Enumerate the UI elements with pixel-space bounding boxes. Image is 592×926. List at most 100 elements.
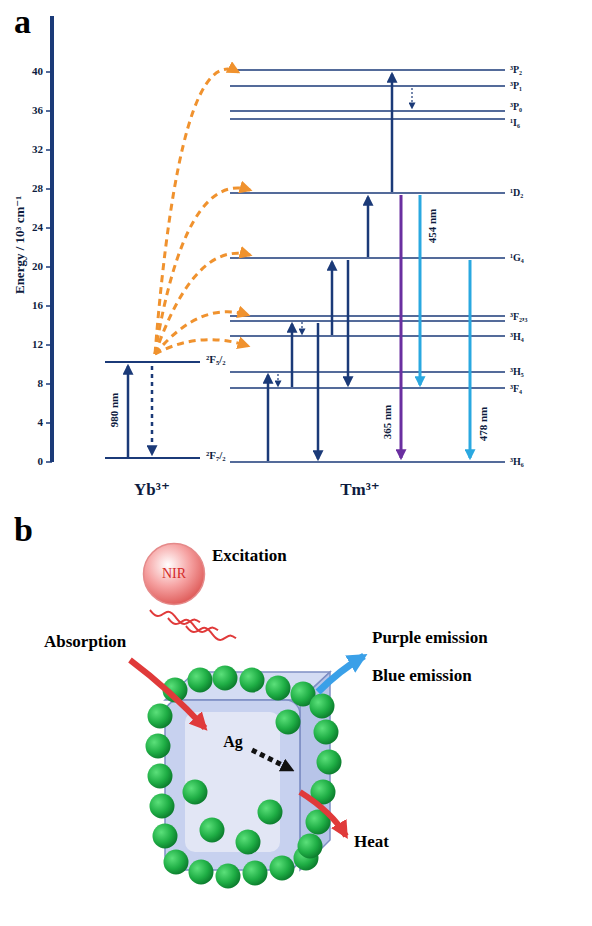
energy-level — [230, 315, 505, 317]
absorption-arrow — [130, 660, 205, 728]
nanoparticle — [314, 720, 339, 745]
nanocube — [165, 672, 330, 870]
level-label: ²F₇/₂ — [206, 450, 226, 462]
energy-level — [230, 69, 505, 71]
nanoparticle — [270, 856, 295, 881]
cross-relaxation-arrow — [347, 260, 350, 385]
level-label: ³H₅ — [510, 367, 524, 378]
nanoparticle — [146, 734, 171, 759]
element-label: Ag — [223, 734, 243, 751]
nanoparticle — [298, 834, 323, 859]
emission-arrow — [400, 195, 403, 458]
nanoparticle — [150, 794, 175, 819]
nanoparticle — [317, 750, 342, 775]
node-text: NIR — [162, 566, 186, 581]
nanoparticle — [258, 800, 283, 825]
nanoparticle — [310, 694, 335, 719]
energy-axis — [50, 16, 54, 462]
panel-letter: b — [14, 512, 33, 548]
level-label: ¹D₂ — [510, 188, 523, 199]
heat-label: Heat — [354, 833, 389, 851]
energy-transfer-arrow — [155, 340, 248, 354]
nanoparticle — [189, 860, 214, 885]
nanoparticle — [188, 668, 213, 693]
tick-label: 36 — [32, 105, 43, 117]
nir-wave — [186, 626, 236, 640]
excitation-arrow — [291, 324, 294, 387]
axis-title: Energy / 10³ cm⁻¹ — [13, 196, 27, 294]
axis-tick — [46, 227, 52, 229]
nanoparticle — [240, 668, 265, 693]
nanoparticle — [276, 710, 301, 735]
nanoparticle — [148, 764, 173, 789]
energy-level — [230, 110, 505, 112]
nanoparticle — [266, 676, 291, 701]
energy-level — [230, 192, 505, 194]
process-label: Absorption — [44, 633, 126, 651]
level-label: ¹G₄ — [510, 253, 524, 264]
axis-tick — [46, 422, 52, 424]
energy-level — [230, 461, 505, 463]
energy-level — [230, 387, 505, 389]
wavelength-label: 454 nm — [427, 207, 439, 246]
emission-label: Purple emission — [372, 629, 488, 647]
tick-label: 40 — [32, 66, 43, 78]
tick-label: 28 — [32, 183, 43, 195]
axis-tick — [46, 149, 52, 151]
tick-label: 20 — [32, 261, 43, 273]
axis-tick — [46, 344, 52, 346]
tick-label: 32 — [32, 144, 43, 156]
nanoparticle — [164, 850, 189, 875]
emission-arrow — [318, 656, 364, 692]
energy-level — [230, 320, 505, 322]
energy-transfer-arrow — [155, 312, 248, 354]
nir-source-circle: NIR — [142, 542, 206, 606]
tick-label: 4 — [38, 417, 44, 429]
ion-label: Tm³⁺ — [340, 481, 380, 499]
nanoparticle — [216, 864, 241, 889]
energy-level — [230, 257, 505, 259]
energy-level — [105, 457, 200, 459]
energy-level — [230, 85, 505, 87]
energy-transfer-arrow — [252, 750, 292, 770]
process-label: Excitation — [212, 547, 287, 565]
relaxation-arrow — [151, 366, 154, 454]
level-label: ¹I₆ — [510, 118, 520, 129]
level-label: ³F₂,₃ — [510, 312, 528, 323]
emission-arrow — [469, 260, 472, 458]
axis-tick — [46, 266, 52, 268]
relaxation-arrow — [277, 374, 278, 386]
axis-tick — [46, 188, 52, 190]
level-label: ²F₅/₂ — [206, 354, 226, 366]
relaxation-arrow — [301, 322, 302, 334]
axis-tick — [46, 110, 52, 112]
wavelength-label: 980 nm — [109, 391, 121, 430]
energy-level — [105, 361, 200, 363]
tick-label: 0 — [38, 456, 44, 468]
nanoparticle — [200, 818, 225, 843]
level-label: ³P₀ — [510, 102, 522, 113]
axis-tick — [46, 71, 52, 73]
nir-wave — [150, 610, 200, 624]
heat-arrow — [300, 792, 346, 836]
energy-level — [230, 371, 505, 373]
emission-arrow — [419, 195, 422, 385]
nanoparticle — [236, 830, 261, 855]
nanoparticle — [153, 824, 178, 849]
wavelength-label: 365 nm — [382, 403, 394, 442]
nir-wave — [168, 618, 218, 632]
level-label: ³P₁ — [510, 81, 522, 92]
excitation-arrow — [331, 262, 334, 335]
nanoparticle — [213, 666, 238, 691]
nanoparticle — [243, 861, 268, 886]
nanoparticle — [148, 704, 173, 729]
nir-circle — [144, 544, 205, 605]
axis-tick — [46, 305, 52, 307]
excitation-arrow — [367, 197, 370, 257]
nanoparticle — [183, 780, 208, 805]
wavelength-label: 478 nm — [478, 405, 490, 444]
tick-label: 12 — [32, 339, 43, 351]
cube-front — [165, 700, 300, 870]
